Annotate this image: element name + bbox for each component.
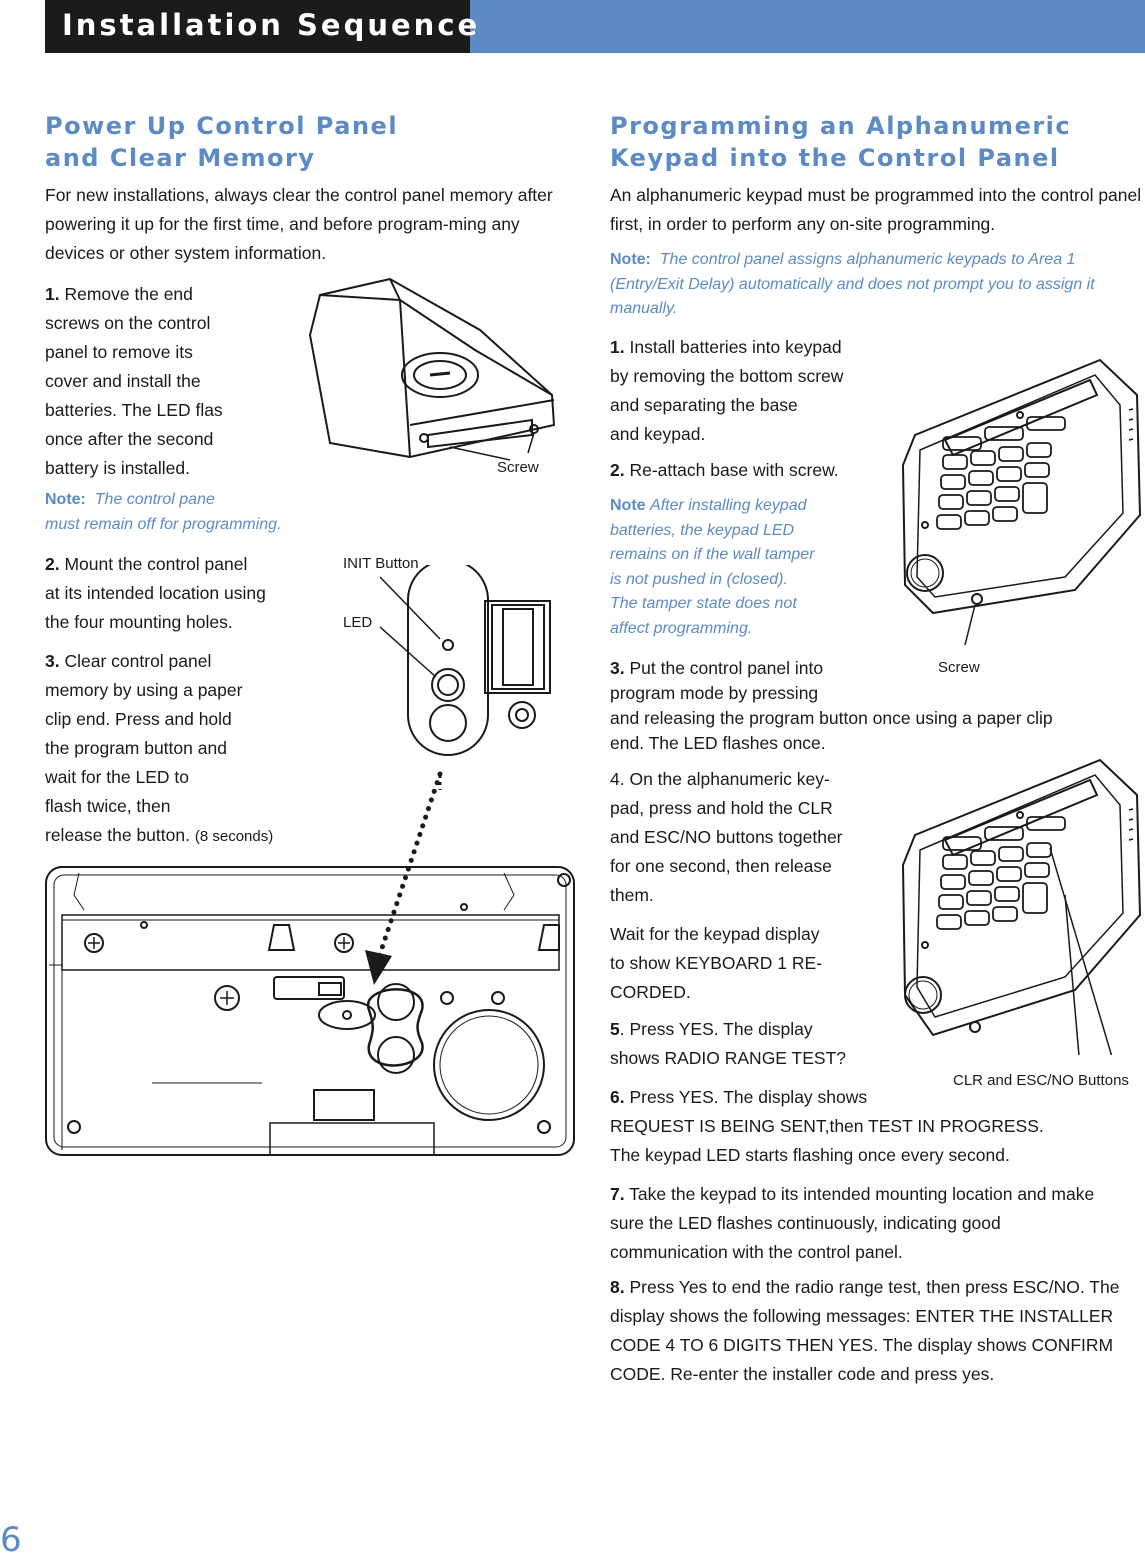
- right-step-3: 3. Put the control panel into program mo…: [610, 658, 1053, 753]
- right-note-1: Note: The control panel assigns alphanum…: [610, 251, 1095, 317]
- section-title: Installation Sequence: [62, 8, 481, 42]
- keypad-screw-callout-line: [964, 604, 976, 645]
- left-step-1: 1. Remove the end screws on the control …: [45, 284, 223, 478]
- right-step-1: 1. Install batteries into keypad by remo…: [610, 337, 844, 444]
- control-panel-base-illustration: [45, 866, 575, 1156]
- left-intro: For new installations, always clear the …: [45, 185, 553, 263]
- clr-esc-buttons-label: CLR and ESC/NO Buttons: [953, 1072, 1129, 1089]
- control-panel-cover-illustration: [308, 277, 556, 461]
- header-bar: [45, 0, 470, 53]
- right-intro: An alphanumeric keypad must be programme…: [610, 185, 1142, 234]
- keypad-illustration-top: [901, 358, 1142, 645]
- screw-label: Screw: [497, 459, 539, 476]
- keypad-illustration-bottom: [901, 758, 1142, 1055]
- right-step-7: 7. Take the keypad to its intended mount…: [610, 1184, 1095, 1262]
- screw-callout-line: [449, 446, 511, 461]
- right-step-5: 5. Press YES. The display shows RADIO RA…: [610, 1019, 846, 1068]
- page-number: 6: [0, 1520, 22, 1560]
- right-step-2: 2. Re-attach base with screw.: [610, 460, 839, 480]
- init-button-label: INIT Button: [343, 555, 419, 572]
- clr-callout-line: [1049, 847, 1113, 1055]
- led-label: LED: [343, 614, 373, 631]
- right-step-6: 6. Press YES. The display shows REQUEST …: [610, 1087, 1044, 1165]
- init-button-detail-illustration: [379, 565, 551, 790]
- right-note-2: Note After installing keypad batteries, …: [610, 497, 815, 637]
- keypad-screw-label: Screw: [938, 659, 980, 676]
- led-callout-line: [379, 626, 437, 678]
- right-step-8: 8. Press Yes to end the radio range test…: [610, 1277, 1120, 1384]
- left-note-1: Note: The control pane must remain off f…: [45, 491, 282, 533]
- left-step-3: 3. Clear control panel memory by using a…: [45, 651, 274, 845]
- header-accent-bar: [470, 0, 1145, 53]
- esc-callout-line: [1064, 894, 1080, 1055]
- right-step-4: 4. On the alphanumeric key- pad, press a…: [610, 769, 843, 905]
- left-step-2: 2. Mount the control panel at its intend…: [45, 554, 266, 632]
- init-callout-line: [379, 576, 441, 640]
- right-wait-text: Wait for the keypad display to show KEYB…: [610, 924, 823, 1002]
